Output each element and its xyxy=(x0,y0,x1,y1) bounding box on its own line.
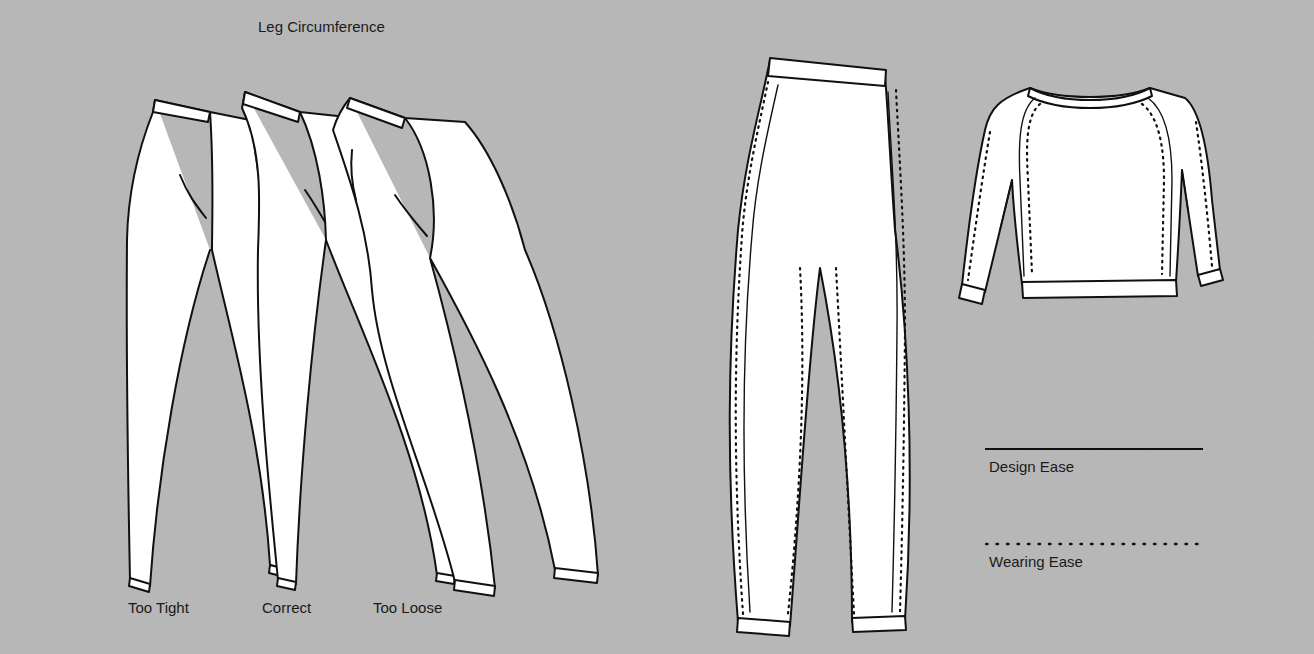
legend-entry: Wearing Ease xyxy=(985,541,1205,570)
pants-caption: Too Loose xyxy=(373,600,442,617)
legend-line-dotted xyxy=(985,541,1205,547)
legend-text: Wearing Ease xyxy=(989,553,1205,570)
pants-ease xyxy=(730,58,910,636)
pants-caption: Too Tight xyxy=(128,600,189,617)
figure-heading: Leg Circumference xyxy=(258,19,385,36)
legend-text: Design Ease xyxy=(989,458,1205,475)
pants-too-loose xyxy=(333,98,598,596)
sweater-ease xyxy=(959,88,1223,304)
pants-caption: Correct xyxy=(262,600,311,617)
legend-entry: Design Ease xyxy=(985,446,1205,475)
legend-line-solid xyxy=(985,446,1205,452)
